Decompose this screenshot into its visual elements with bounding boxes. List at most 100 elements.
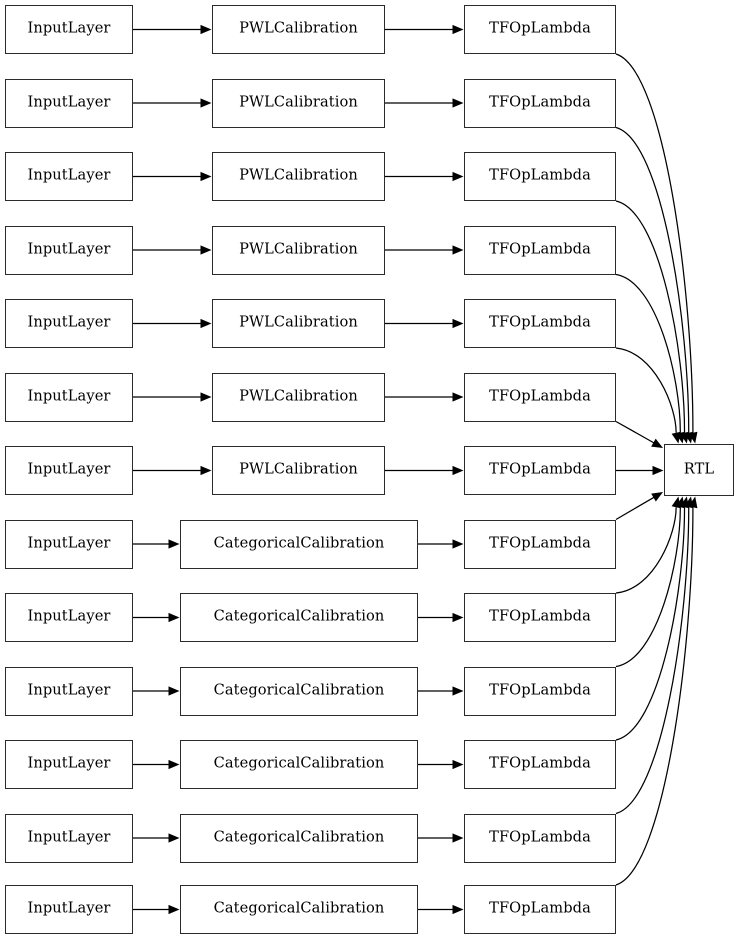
edge-lambda-to-rtl-5-line (615, 347, 677, 433)
node-calib-1[interactable]: PWLCalibration (212, 5, 385, 54)
node-input-1[interactable]: InputLayer (5, 5, 133, 54)
node-calib-4[interactable]: PWLCalibration (212, 225, 385, 275)
edge-calib-to-lambda-7-head (452, 465, 464, 476)
edge-lambda-to-rtl-12-line (615, 507, 690, 815)
node-input-9[interactable]: InputLayer (5, 593, 133, 642)
node-label: PWLCalibration (239, 240, 358, 258)
node-calib-5[interactable]: PWLCalibration (212, 299, 385, 348)
node-label: CategoricalCalibration (213, 899, 385, 917)
node-lambda-13[interactable]: TFOpLambda (464, 885, 616, 934)
edge-input-to-calib-12-head (168, 833, 180, 843)
node-label: TFOpLambda (489, 534, 591, 552)
node-calib-9[interactable]: CategoricalCalibration (180, 593, 418, 642)
node-input-13[interactable]: InputLayer (5, 885, 133, 934)
node-calib-2[interactable]: PWLCalibration (212, 78, 385, 128)
node-lambda-7[interactable]: TFOpLambda (464, 446, 616, 495)
node-label: TFOpLambda (489, 828, 591, 846)
node-lambda-2[interactable]: TFOpLambda (464, 78, 616, 128)
node-label: TFOpLambda (489, 240, 591, 258)
edge-calib-to-lambda-13-head (452, 904, 464, 915)
node-label: InputLayer (27, 313, 111, 331)
edge-lambda-to-rtl-7-head (652, 465, 664, 476)
node-label: CategoricalCalibration (213, 607, 385, 625)
node-input-4[interactable]: InputLayer (5, 225, 133, 275)
node-calib-11[interactable]: CategoricalCalibration (180, 740, 418, 789)
node-label: TFOpLambda (489, 166, 591, 184)
node-label: InputLayer (27, 387, 111, 405)
node-lambda-8[interactable]: TFOpLambda (464, 519, 616, 569)
node-label: InputLayer (27, 166, 111, 184)
node-label: TFOpLambda (489, 899, 591, 917)
node-calib-10[interactable]: CategoricalCalibration (180, 666, 418, 716)
node-label: TFOpLambda (489, 460, 591, 478)
node-label: InputLayer (27, 93, 111, 111)
edge-input-to-calib-9-head (168, 612, 180, 623)
node-label: TFOpLambda (489, 19, 591, 37)
node-label: InputLayer (27, 534, 111, 552)
node-label: TFOpLambda (489, 754, 591, 772)
node-label: PWLCalibration (239, 166, 358, 184)
edge-lambda-to-rtl-8-head (651, 492, 663, 502)
edge-calib-to-lambda-1-head (452, 24, 464, 35)
edge-lambda-to-rtl-6-line (615, 420, 655, 444)
node-input-7[interactable]: InputLayer (5, 446, 133, 495)
node-rtl[interactable]: RTL (664, 444, 734, 496)
node-label: TFOpLambda (489, 681, 591, 699)
edge-calib-to-lambda-11-head (452, 759, 464, 770)
node-label: InputLayer (27, 19, 111, 37)
edge-lambda-to-rtl-4-line (615, 273, 681, 433)
node-input-11[interactable]: InputLayer (5, 740, 133, 789)
edge-input-to-calib-8-head (168, 539, 180, 549)
edge-input-to-calib-1-head (200, 24, 212, 35)
node-input-10[interactable]: InputLayer (5, 666, 133, 716)
node-lambda-1[interactable]: TFOpLambda (464, 5, 616, 54)
node-calib-13[interactable]: CategoricalCalibration (180, 885, 418, 934)
node-label: TFOpLambda (489, 93, 591, 111)
edge-input-to-calib-11-head (168, 759, 180, 770)
node-calib-7[interactable]: PWLCalibration (212, 446, 385, 495)
node-label: TFOpLambda (489, 313, 591, 331)
edge-input-to-calib-2-head (200, 98, 212, 108)
edge-lambda-to-rtl-8-line (615, 496, 655, 521)
edge-lambda-to-rtl-10-line (615, 507, 681, 668)
node-label: InputLayer (27, 681, 111, 699)
node-lambda-12[interactable]: TFOpLambda (464, 813, 616, 863)
node-input-2[interactable]: InputLayer (5, 78, 133, 128)
node-lambda-4[interactable]: TFOpLambda (464, 225, 616, 275)
node-label: PWLCalibration (239, 387, 358, 405)
node-input-6[interactable]: InputLayer (5, 372, 133, 422)
node-label: PWLCalibration (239, 313, 358, 331)
edge-lambda-to-rtl-13-head (688, 496, 698, 509)
node-lambda-11[interactable]: TFOpLambda (464, 740, 616, 789)
node-input-8[interactable]: InputLayer (5, 519, 133, 569)
node-input-5[interactable]: InputLayer (5, 299, 133, 348)
node-calib-8[interactable]: CategoricalCalibration (180, 519, 418, 569)
edge-input-to-calib-6-head (200, 392, 212, 402)
node-calib-6[interactable]: PWLCalibration (212, 372, 385, 422)
node-label: CategoricalCalibration (213, 828, 385, 846)
node-input-3[interactable]: InputLayer (5, 152, 133, 201)
node-label: PWLCalibration (239, 93, 358, 111)
node-lambda-5[interactable]: TFOpLambda (464, 299, 616, 348)
edge-lambda-to-rtl-13-line (615, 507, 694, 886)
node-label: InputLayer (27, 828, 111, 846)
edge-input-to-calib-10-head (168, 686, 180, 696)
node-lambda-6[interactable]: TFOpLambda (464, 372, 616, 422)
edge-calib-to-lambda-9-head (452, 612, 464, 623)
edge-lambda-to-rtl-6-head (651, 438, 663, 448)
node-lambda-10[interactable]: TFOpLambda (464, 666, 616, 716)
node-lambda-9[interactable]: TFOpLambda (464, 593, 616, 642)
edge-lambda-to-rtl-5-head (671, 431, 681, 444)
node-calib-3[interactable]: PWLCalibration (212, 152, 385, 201)
node-label: InputLayer (27, 607, 111, 625)
node-calib-12[interactable]: CategoricalCalibration (180, 813, 418, 863)
node-label: InputLayer (27, 754, 111, 772)
edge-calib-to-lambda-5-head (452, 318, 464, 329)
node-label: CategoricalCalibration (213, 754, 385, 772)
node-lambda-3[interactable]: TFOpLambda (464, 152, 616, 201)
edge-input-to-calib-7-head (200, 465, 212, 476)
node-input-12[interactable]: InputLayer (5, 813, 133, 863)
edge-lambda-to-rtl-3-line (615, 200, 686, 433)
